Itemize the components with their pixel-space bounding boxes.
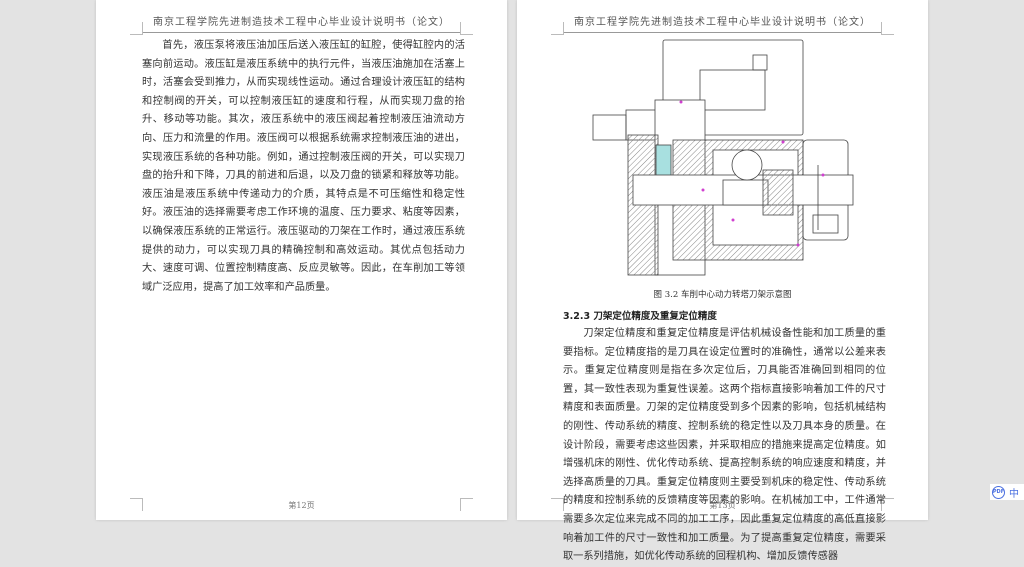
document-page-12: 南京工程学院先进制造技术工程中心毕业设计说明书（论文） 首先，液压泵将液压油加压… xyxy=(96,0,507,520)
crop-mark xyxy=(130,22,143,35)
body-text: 刀架定位精度和重复定位精度是评估机械设备性能和加工质量的重要指标。定位精度指的是… xyxy=(563,325,886,567)
header-rule xyxy=(563,32,882,33)
crop-mark xyxy=(551,498,564,511)
page-number: 第13页 xyxy=(709,501,736,510)
paragraph: 首先，液压泵将液压油加压后送入液压缸的缸腔，使得缸腔内的活塞向前运动。液压缸是液… xyxy=(142,40,465,293)
document-page-13: 南京工程学院先进制造技术工程中心毕业设计说明书（论文） xyxy=(517,0,928,562)
turret-tool-holder-drawing xyxy=(592,39,854,276)
crop-mark xyxy=(881,498,894,511)
crop-mark xyxy=(881,22,894,35)
crop-mark xyxy=(551,22,564,35)
figure-caption: 图 3.2 车削中心动力转塔刀架示意图 xyxy=(653,290,792,300)
crop-mark xyxy=(460,498,473,511)
header-rule xyxy=(142,32,461,33)
translate-icon[interactable]: PDF xyxy=(992,485,1005,499)
page-number: 第12页 xyxy=(288,501,315,510)
crop-mark xyxy=(460,22,473,35)
page-header: 南京工程学院先进制造技术工程中心毕业设计说明书（论文） xyxy=(574,17,871,28)
language-toggle[interactable]: 中 xyxy=(1009,488,1019,500)
body-text: 首先，液压泵将液压油加压后送入液压缸的缸腔，使得缸腔内的活塞向前运动。液压缸是液… xyxy=(142,37,465,297)
translate-widget[interactable]: PDF 中 xyxy=(990,484,1024,500)
crop-mark xyxy=(130,498,143,511)
page-header: 南京工程学院先进制造技术工程中心毕业设计说明书（论文） xyxy=(153,17,450,28)
section-heading: 3.2.3 刀架定位精度及重复定位精度 xyxy=(563,311,717,322)
paragraph: 刀架定位精度和重复定位精度是评估机械设备性能和加工质量的重要指标。定位精度指的是… xyxy=(563,328,886,563)
